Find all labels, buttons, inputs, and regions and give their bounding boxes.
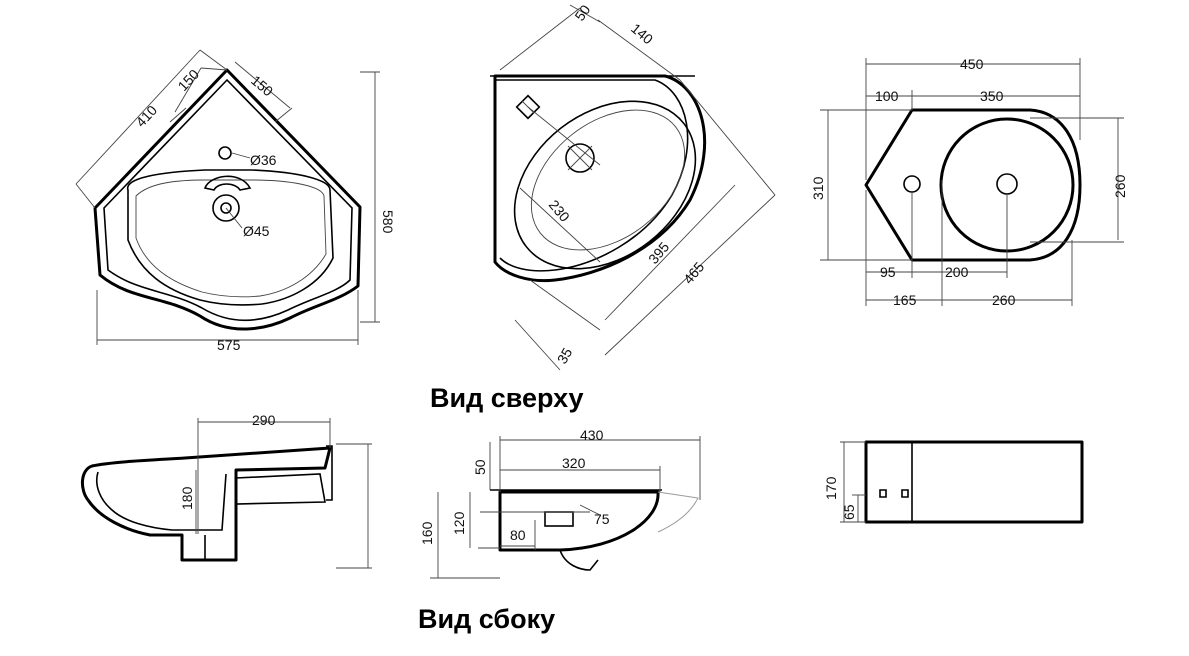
tap-hole-36: [218, 146, 232, 160]
oval-bowl: [513, 100, 697, 270]
drain-hole: [996, 173, 1018, 195]
view-side-oval: 430 320 50 120 160 80 75: [419, 427, 701, 579]
view-side-ornate: 290 180: [81, 412, 372, 569]
dim-170: 170: [823, 476, 839, 500]
dim-290: 290: [252, 412, 276, 428]
view-top-oval: 50 140 230 395 465 35: [490, 2, 776, 371]
dim-165: 165: [893, 292, 917, 308]
dim-580: 580: [380, 210, 396, 234]
dim-180: 180: [179, 486, 195, 510]
label-hole-36: Ø36: [250, 152, 277, 168]
dim-65: 65: [841, 504, 857, 520]
dim-310: 310: [810, 176, 826, 200]
dim-35: 35: [554, 345, 576, 367]
view-side-rect: 170 65: [823, 440, 1084, 524]
overflow-slot: [544, 511, 574, 527]
basin-rim-inner: [103, 78, 353, 322]
dim-260-horizontal: 260: [992, 292, 1016, 308]
dim-160: 160: [419, 521, 435, 545]
dim-230: 230: [546, 197, 573, 225]
tap-hole: [903, 175, 921, 193]
side-basin-outline: [81, 446, 332, 562]
dim-95: 95: [880, 264, 896, 280]
dim-575: 575: [217, 337, 241, 353]
dim-320: 320: [562, 455, 586, 471]
dim-50-side: 50: [472, 459, 488, 475]
dim-150-left: 150: [174, 66, 202, 94]
dim-75: 75: [594, 511, 610, 527]
dim-100: 100: [875, 88, 899, 104]
caption-top-view: Вид сверху: [430, 383, 584, 413]
dim-260-vertical: 260: [1112, 174, 1128, 198]
view-top-rect: 450 100 350 310 260 95 200 165 260: [810, 56, 1128, 308]
caption-side-view: Вид сбоку: [418, 604, 555, 634]
drain-hole-45: [212, 194, 240, 222]
rect-basin-outline: [864, 108, 1082, 262]
dim-430: 430: [580, 427, 604, 443]
dim-140: 140: [628, 20, 656, 47]
label-hole-45: Ø45: [243, 223, 270, 239]
dim-450: 450: [960, 56, 984, 72]
view-top-ornate: 410 150 150 580 575 Ø36 Ø45: [75, 49, 396, 353]
oval-basin-outline: [493, 74, 707, 283]
overflow-notch: [203, 175, 252, 191]
dim-200: 200: [945, 264, 969, 280]
dim-350: 350: [980, 88, 1004, 104]
basin-bowl: [127, 169, 334, 306]
drain-grid: [565, 143, 595, 173]
tap-hole-mark: [879, 489, 887, 498]
basin-outline: [93, 68, 362, 331]
dim-410: 410: [132, 102, 160, 130]
dim-50: 50: [571, 2, 593, 24]
drain-hole-mark: [901, 489, 909, 498]
dim-80: 80: [510, 527, 526, 543]
dim-120: 120: [451, 511, 467, 535]
side-rect-outline: [864, 440, 1084, 524]
